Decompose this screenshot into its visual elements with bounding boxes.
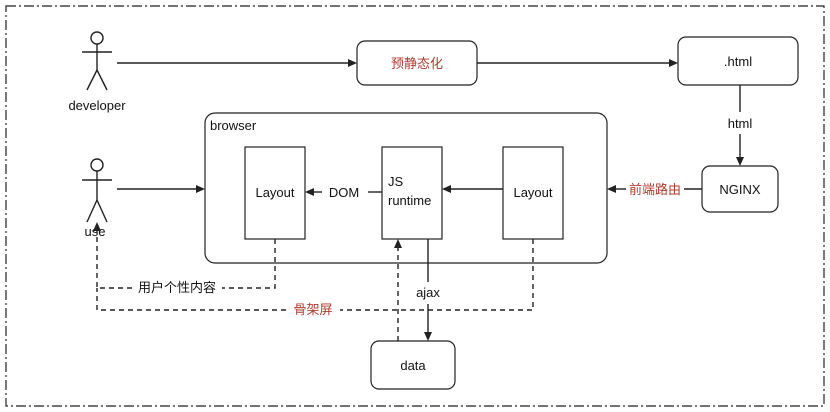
outer-frame [5,5,825,407]
layout-left-label: Layout [255,185,294,200]
skeleton-label: 骨架屏 [293,302,332,317]
arrowhead [607,185,616,193]
arrowhead [669,59,678,67]
layout-right-label: Layout [513,185,552,200]
data-box [370,340,456,390]
arrowhead [442,185,451,193]
data-label: data [400,358,426,373]
browser-label: browser [210,118,257,133]
js-runtime-label-line1: JS [388,174,404,189]
user-content-label: 用户个性内容 [138,280,216,295]
dashed-skeleton-right [340,239,534,311]
arrowhead [394,239,402,248]
arrowhead [196,185,205,193]
prerender-label: 预静态化 [391,56,443,71]
frontend-route-label: 前端路由 [629,182,681,197]
html-edge-label-bg [718,114,762,132]
dashed-layout-to-user-left [96,230,132,289]
arrowhead [305,188,314,196]
arrowhead [93,222,101,231]
js-runtime-box [381,146,443,240]
developer-label: developer [68,98,126,113]
nginx-label: NGINX [719,182,761,197]
html-edge-label: html [728,116,753,131]
arrowhead [736,157,744,166]
user-actor-icon [82,158,112,223]
js-runtime-label-line2: runtime [388,193,431,208]
arrowhead [424,332,432,341]
dashed-layout-to-user-right [222,239,276,289]
dom-label: DOM [329,185,359,200]
arrowhead [348,59,357,67]
html-file-box [677,36,799,86]
dashed-skeleton-left [96,288,286,311]
developer-actor-icon [82,31,112,91]
user-label: use [85,224,106,239]
html-file-label: .html [724,54,752,69]
ajax-label: ajax [416,285,440,300]
